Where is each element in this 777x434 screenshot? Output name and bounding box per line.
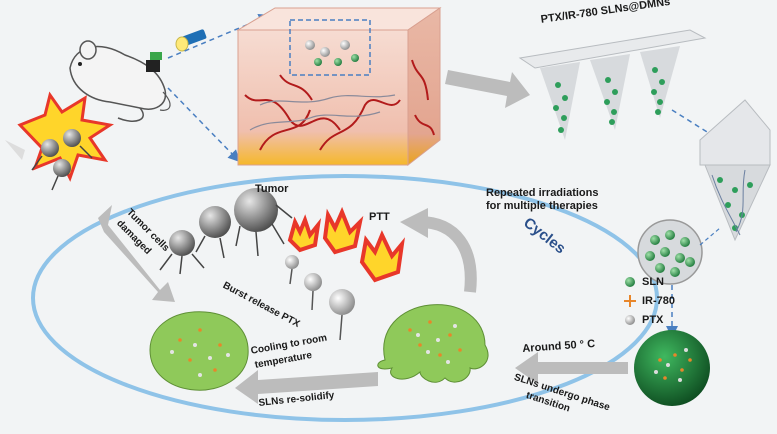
flow-arrow	[445, 70, 530, 108]
melting-sln	[377, 304, 489, 383]
tumor-cells	[159, 188, 293, 275]
ptx-spheres	[285, 255, 355, 341]
legend-ptx: PTX	[642, 314, 664, 326]
dashed-arrow	[167, 87, 241, 163]
flow-arrow	[235, 370, 378, 404]
sln-legend-icon	[625, 277, 635, 287]
flashlight-icon	[175, 29, 207, 52]
sln-sphere	[634, 330, 710, 406]
dashed-arrow	[699, 227, 721, 246]
ir780-legend-icon	[624, 295, 636, 307]
legend-ir780: IR-780	[642, 295, 676, 307]
explosion-icon	[5, 91, 114, 191]
ptx-legend-icon	[625, 315, 635, 325]
ptt-label: PTT	[369, 211, 390, 223]
repeated-irradiations-line2: for multiple therapies	[486, 200, 598, 212]
repeated-irradiations-line1: Repeated irradiations	[486, 187, 599, 199]
tumor-label: Tumor	[255, 183, 289, 195]
cycle-ring	[31, 174, 659, 422]
flame-icons	[287, 206, 405, 283]
microneedle-patch	[518, 29, 707, 140]
flow-arrow	[98, 205, 175, 302]
flow-arrow	[515, 352, 628, 384]
sln-cluster	[637, 219, 703, 285]
needle-zoom	[699, 99, 771, 242]
legend-sln: SLN	[642, 276, 664, 288]
mouse-illustration	[69, 40, 171, 122]
skin-tissue-block	[236, 7, 442, 167]
curved-arrow-head	[400, 208, 428, 238]
solid-sln	[149, 311, 249, 391]
curved-arrow	[419, 216, 477, 293]
